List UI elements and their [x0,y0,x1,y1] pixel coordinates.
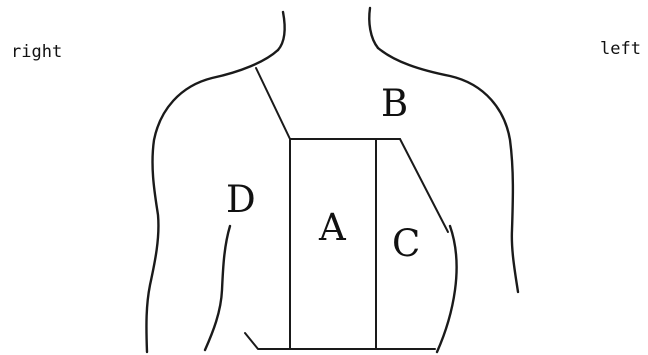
right-side-label: right [11,42,62,62]
right-shoulder-arm-outline [146,50,278,352]
right-clavicle-line [256,68,290,139]
left-rib-line [400,139,448,232]
region-label-a: A [318,206,347,249]
left-inner-arm-outline [437,226,457,352]
region-label-c: C [392,222,420,265]
neck-right-edge [278,12,285,50]
left-side-label: left [600,39,641,59]
right-inner-arm-outline [205,226,230,350]
waist-line [245,333,435,349]
neck-left-edge [369,8,378,48]
region-label-b: B [381,82,408,125]
region-label-d: D [226,178,256,221]
